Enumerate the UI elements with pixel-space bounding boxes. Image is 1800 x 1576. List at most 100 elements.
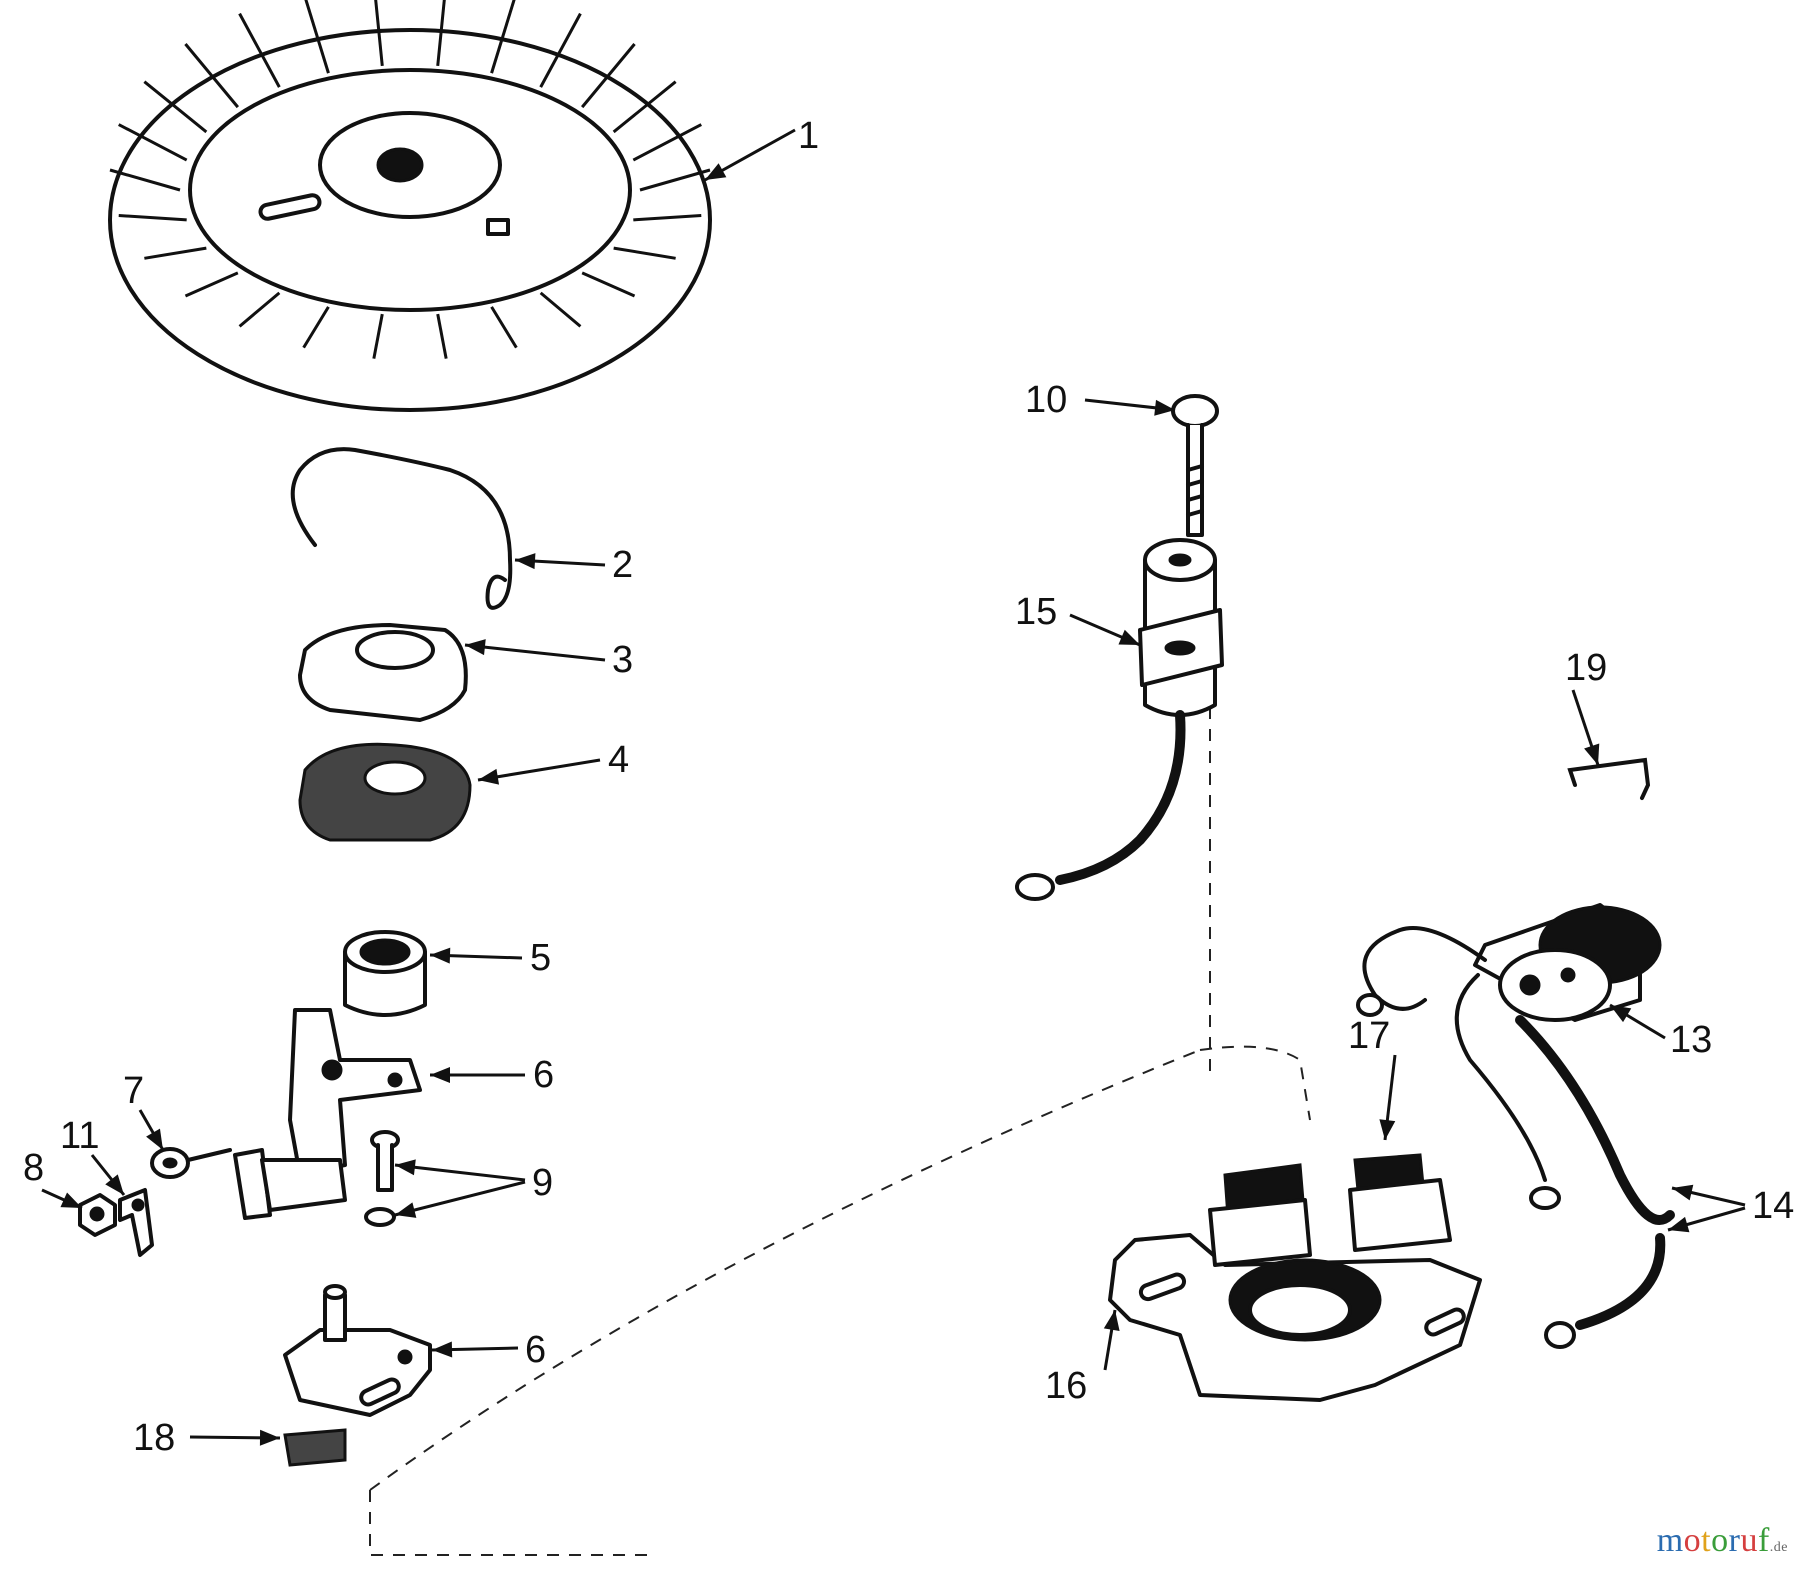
breaker-plate-part [283, 1284, 432, 1417]
flywheel-fin [143, 80, 208, 134]
callout-8: 8 [23, 1147, 44, 1189]
flywheel-fin [581, 271, 636, 298]
callout-11: 11 [60, 1115, 99, 1157]
leader-arrowhead [1118, 629, 1140, 645]
callout-10: 10 [1025, 379, 1067, 421]
callout-6-lower: 6 [525, 1329, 546, 1371]
flywheel-fin [581, 43, 636, 109]
lead-wires-part [1515, 1015, 1675, 1349]
nut-part [78, 1193, 117, 1237]
condenser-part [1015, 538, 1224, 901]
callout-18: 18 [133, 1417, 175, 1459]
leader-arrowhead [478, 768, 500, 785]
callout-2: 2 [612, 544, 633, 586]
flywheel-fin [490, 0, 516, 74]
leader-arrowhead [705, 163, 727, 180]
watermark-letter: t [1701, 1522, 1712, 1559]
callout-9: 9 [532, 1162, 553, 1204]
callout-labels: 1 2 3 4 5 6 7 8 9 10 11 13 14 15 16 17 1… [23, 115, 1794, 1459]
leader-arrowhead [515, 553, 536, 570]
breaker-arm-part [233, 1008, 422, 1220]
watermark-letter: o [1683, 1522, 1702, 1559]
callout-19: 19 [1565, 647, 1607, 689]
terminal-plate-part [118, 1188, 154, 1257]
leader-arrowhead [1103, 1310, 1120, 1332]
flywheel-fin [612, 80, 677, 134]
leader-arrowhead [1379, 1119, 1396, 1140]
condenser-screw-part [1171, 394, 1219, 537]
felt-block-part [283, 1428, 347, 1467]
callout-1: 1 [798, 115, 819, 157]
leader-line [464, 643, 606, 662]
armature-bracket-part [1108, 1153, 1482, 1402]
leader-arrowhead [465, 639, 486, 656]
flywheel-fin [490, 306, 518, 349]
flywheel-fin [109, 168, 181, 192]
coil-part [1356, 903, 1662, 1210]
callout-4: 4 [608, 739, 629, 781]
leader-arrowhead [430, 1067, 450, 1083]
leader-arrowhead [259, 1429, 280, 1446]
callout-6-upper: 6 [533, 1054, 554, 1096]
leader-arrowhead [395, 1159, 416, 1176]
flywheel-fin [238, 291, 281, 328]
leader-line [394, 1163, 526, 1182]
flywheel-fin [539, 291, 582, 328]
flywheel-fin [238, 12, 281, 88]
spring-clip-part [290, 447, 513, 610]
flywheel-fin [144, 246, 207, 260]
flywheel-fin [184, 271, 239, 298]
leader-arrowhead [1668, 1216, 1690, 1233]
leader-arrowhead [146, 1128, 163, 1150]
flywheel-fin [118, 123, 188, 162]
flywheel-fin [632, 123, 702, 162]
flywheel-fin [539, 12, 582, 88]
callout-13: 13 [1670, 1019, 1712, 1061]
leader-arrowhead [395, 1202, 417, 1218]
callout-5: 5 [530, 937, 551, 979]
flywheel-fin [639, 168, 711, 192]
bushing-part [343, 930, 427, 1017]
callout-16: 16 [1045, 1365, 1087, 1407]
flywheel-fin [436, 0, 446, 67]
watermark-letter: m [1656, 1522, 1684, 1559]
cover-plate-part [298, 623, 468, 722]
callout-3: 3 [612, 639, 633, 681]
leader-arrowhead [430, 947, 451, 964]
flywheel-fin [184, 43, 239, 109]
flywheel-fin [613, 246, 676, 260]
flywheel-part [108, 0, 712, 412]
callout-15: 15 [1015, 591, 1057, 633]
leader-arrowhead [105, 1174, 124, 1195]
watermark-letter: f [1757, 1522, 1770, 1559]
flywheel-fin [374, 0, 384, 67]
washer-part [150, 1147, 232, 1179]
callout-17: 17 [1348, 1015, 1390, 1057]
watermark-letter: r [1728, 1522, 1741, 1559]
leader-arrowhead [1610, 1005, 1632, 1023]
leader-arrowhead [1154, 399, 1175, 416]
screw-part [364, 1130, 400, 1227]
leader-arrowhead [432, 1341, 453, 1358]
watermark-letter: o [1711, 1522, 1729, 1559]
clip-part [1567, 757, 1651, 800]
leader-arrowhead [1584, 743, 1600, 765]
assembly-guide-lines [369, 575, 1311, 1556]
flywheel-fin [436, 313, 448, 359]
flywheel-fin [372, 313, 384, 359]
callout-7: 7 [123, 1070, 144, 1112]
leader-line [394, 1180, 526, 1217]
flywheel-fin [633, 213, 702, 222]
leader-lines [41, 128, 1746, 1446]
leader-arrowhead [60, 1192, 82, 1208]
flywheel-fin [302, 306, 330, 349]
watermark-tld: .de [1769, 1540, 1788, 1555]
leader-line [477, 758, 601, 782]
watermark-letter: u [1740, 1522, 1758, 1559]
flywheel-fin [304, 0, 330, 74]
callout-14: 14 [1752, 1185, 1794, 1227]
flywheel-fin [118, 213, 187, 222]
felt-gasket-part [298, 742, 472, 842]
leader-arrowhead [1672, 1184, 1694, 1201]
